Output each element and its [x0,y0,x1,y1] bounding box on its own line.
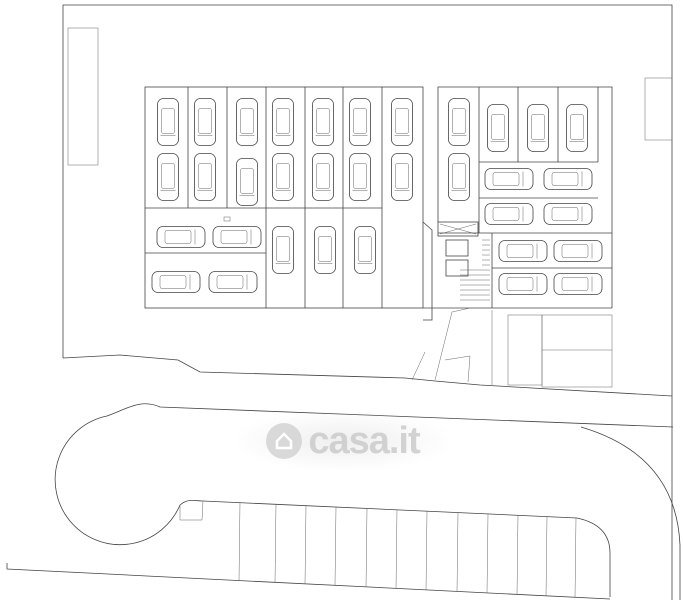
car-icon [236,158,258,206]
car-icon [553,273,603,295]
car-icon [157,153,179,201]
car-icon [487,104,509,152]
car-icon [448,98,470,146]
car-icon [354,226,376,274]
car-icon [484,168,534,190]
car-icon [194,153,216,201]
watermark-text: casa.it [308,419,420,462]
car-icon [156,226,206,248]
car-icon [212,226,262,248]
car-icon [208,271,258,293]
casa-it-watermark: casa.it [238,412,448,470]
parked-cars [151,98,603,295]
car-icon [272,226,294,274]
car-icon [272,153,294,201]
stair-elevator-core [411,221,613,388]
parking-stall-divider [574,517,577,598]
car-icon [312,98,334,146]
car-icon [349,98,371,146]
car-icon [498,240,548,262]
parking-stall-divider [456,512,459,592]
car-icon [527,104,549,152]
car-icon [157,98,179,146]
car-icon [553,240,603,262]
car-icon [272,98,294,146]
access-ramp [6,403,681,600]
site-boundary [62,4,673,600]
car-icon [312,153,334,201]
parking-stall-divider [425,511,428,590]
car-icon [448,153,470,201]
parking-stall-divider [274,504,277,583]
car-icon [543,168,593,190]
parking-stall-divider [365,508,368,587]
car-icon [151,271,201,293]
parking-stall-divider [334,507,337,586]
car-icon [349,153,371,201]
parking-stall-divider [238,502,241,581]
car-icon [194,98,216,146]
car-icon [484,203,534,225]
car-icon [236,98,258,146]
parking-stall-divider [395,509,398,589]
car-icon [391,153,413,201]
car-icon [566,104,588,152]
car-icon [391,98,413,146]
car-icon [498,273,548,295]
left-parking-block [144,86,424,309]
parking-stall-divider [545,516,548,596]
parking-stall-divider [516,515,519,595]
parking-stall-divider [486,513,489,593]
car-icon [314,226,336,274]
parking-stall-divider [304,505,307,584]
house-icon [266,423,303,459]
right-parking-block [437,86,613,308]
car-icon [543,203,593,225]
